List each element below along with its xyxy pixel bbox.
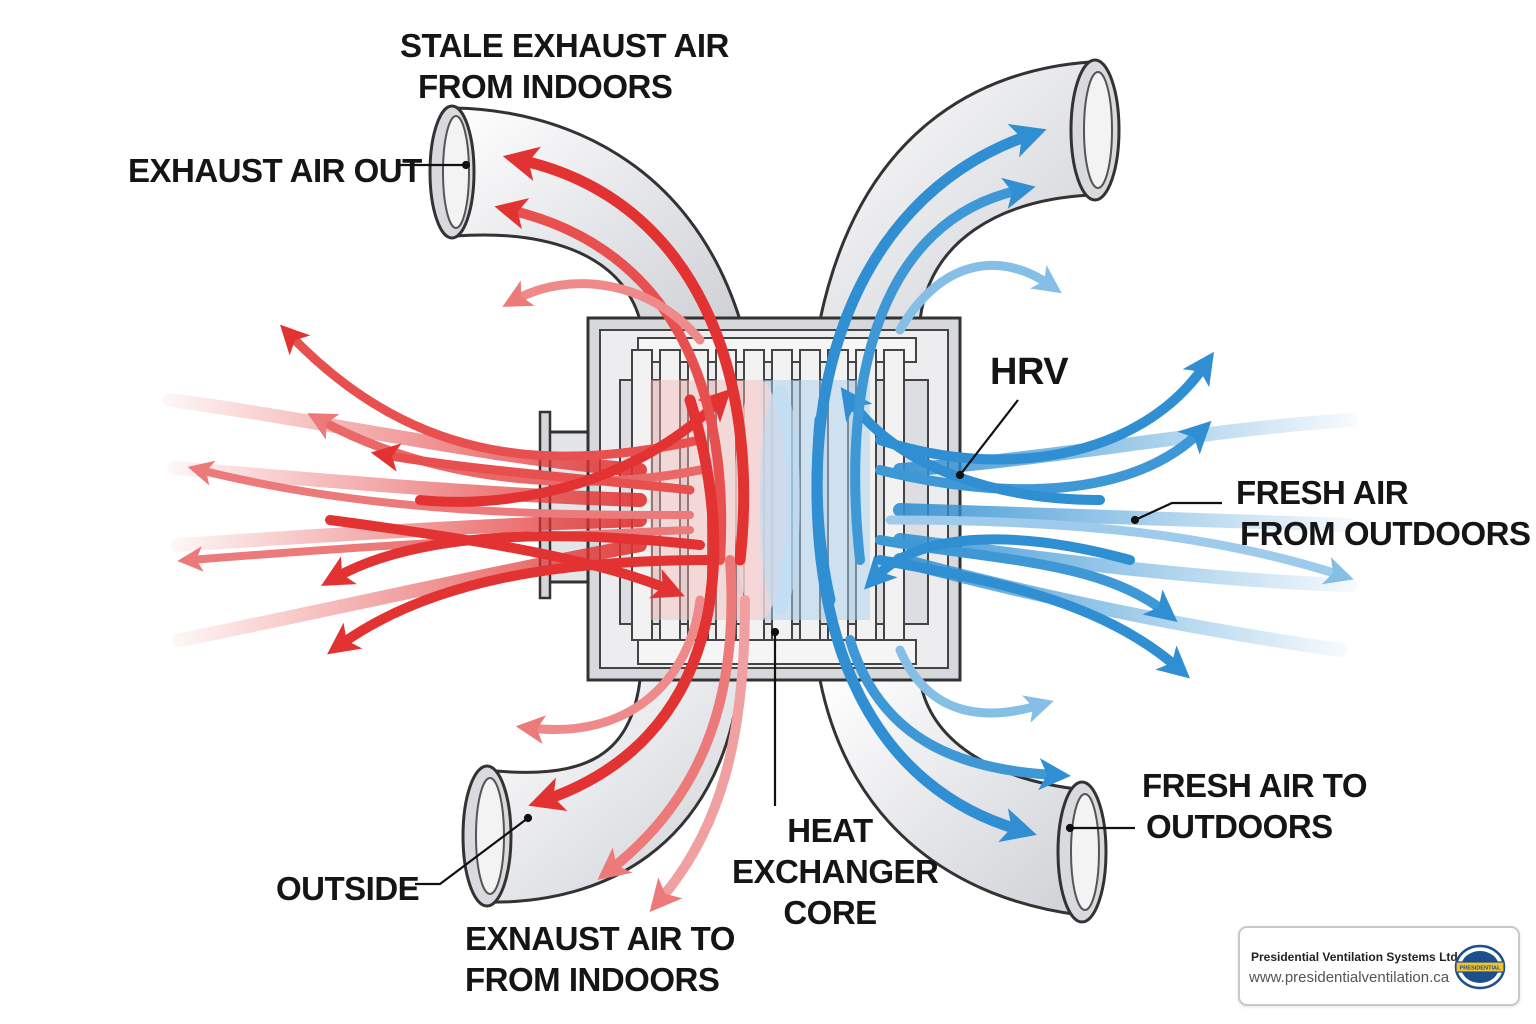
leader-hrv <box>959 399 1019 476</box>
presidential-seal-icon: PRESIDENTIAL <box>1454 944 1506 990</box>
label-exnaust-air-to-from-indoors: EXNAUST AIR TO FROM INDOORS <box>465 920 735 998</box>
cool-arrow-up-3 <box>895 261 1062 335</box>
cool-stream-faint-2 <box>893 503 1357 532</box>
label-outside: OUTSIDE <box>276 870 420 907</box>
label-exhaust-air-out: EXHAUST AIR OUT <box>128 152 422 189</box>
warm-arrow-left-3 <box>370 443 695 495</box>
leader-outside <box>415 817 529 886</box>
warm-arrow-up-3 <box>502 279 705 345</box>
leader-fresh-from <box>1134 501 1222 521</box>
cool-arrow-right-5 <box>885 515 1354 585</box>
warm-arrow-left-4 <box>187 460 694 519</box>
warm-arrow-up-1 <box>502 146 750 566</box>
cool-arrow-up-2 <box>850 177 1036 565</box>
cool-air-flows <box>811 124 1357 843</box>
svg-text:PRESIDENTIAL: PRESIDENTIAL <box>1459 966 1501 972</box>
warm-arrow-down-3 <box>597 555 737 880</box>
warm-arrow-down-4 <box>649 595 750 913</box>
cool-arrow-down-2 <box>845 635 1071 791</box>
warm-arrow-up-2 <box>494 198 727 565</box>
cool-arrow-right-4 <box>875 555 1191 679</box>
label-stale-exhaust-air: STALE EXHAUST AIR FROM INDOORS <box>400 27 729 105</box>
cool-arrow-down-1 <box>811 414 1037 843</box>
warm-stream-faint-2 <box>168 461 647 507</box>
logo-website-url: www.presidentialventilation.ca <box>1249 969 1450 986</box>
warm-arrow-into-core-1 <box>415 388 732 507</box>
warm-arrow-down-1 <box>528 394 720 811</box>
warm-arrow-into-core-2 <box>325 515 685 599</box>
leader-lines <box>398 160 1222 886</box>
label-fresh-air-from-outdoors: FRESH AIR FROM OUTDOORS <box>1236 474 1531 552</box>
warm-arrow-left-6 <box>321 531 705 586</box>
cool-arrow-down-3 <box>895 645 1054 723</box>
label-heat-exchanger-core: HEAT EXCHANGER CORE <box>732 812 939 931</box>
label-fresh-air-to-outdoors: FRESH AIR TO OUTDOORS <box>1142 767 1368 845</box>
label-hrv: HRV <box>990 351 1069 393</box>
duct-bottom-left <box>483 678 742 904</box>
logo-company-name: Presidential Ventilation Systems Ltd. <box>1251 950 1462 964</box>
logo-card: Presidential Ventilation Systems Ltd. ww… <box>1238 926 1520 1006</box>
warm-arrow-left-7 <box>327 555 715 655</box>
cool-arrow-into-core-2 <box>864 534 1135 590</box>
warm-arrow-down-2 <box>515 595 705 745</box>
cool-arrow-right-1 <box>875 351 1215 465</box>
warm-arrow-left-1 <box>280 324 705 461</box>
cool-stream-faint-1 <box>893 413 1357 477</box>
warm-stream-faint-1 <box>163 393 647 477</box>
cool-arrow-right-2 <box>875 420 1212 495</box>
warm-air-flows <box>163 146 750 913</box>
